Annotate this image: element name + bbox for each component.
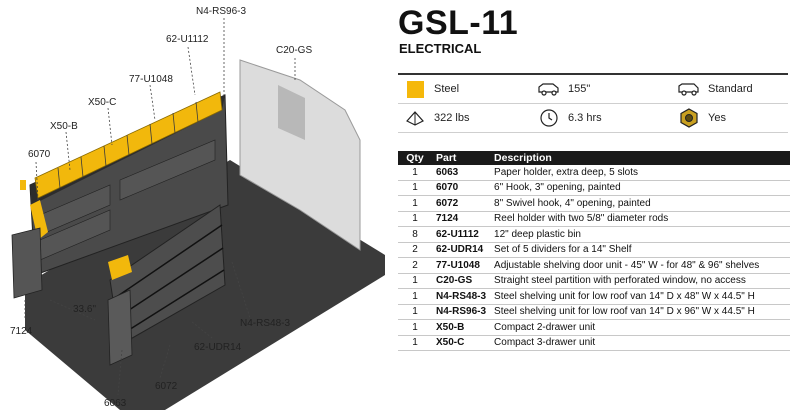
cell-description: 8" Swivel hook, 4" opening, painted bbox=[490, 195, 790, 212]
spec-wheelbase: 155" bbox=[538, 75, 590, 103]
callout-62-udr14: 62-UDR14 bbox=[194, 342, 242, 353]
steel-swatch-icon bbox=[404, 78, 426, 100]
cell-qty: 2 bbox=[398, 257, 432, 274]
cell-qty: 1 bbox=[398, 165, 432, 181]
cell-description: 6" Hook, 3" opening, painted bbox=[490, 180, 790, 196]
cell-part: X50-B bbox=[432, 319, 491, 336]
callout-x50-b: X50-B bbox=[50, 121, 78, 132]
cell-part: 6063 bbox=[432, 165, 491, 181]
callout-7124: 7124 bbox=[10, 326, 33, 337]
cell-description: 12" deep plastic bin bbox=[490, 226, 790, 243]
cell-part: 77-U1048 bbox=[432, 257, 491, 274]
perforated-window bbox=[278, 85, 305, 140]
hook-6072 bbox=[108, 255, 132, 280]
cell-part: C20-GS bbox=[432, 273, 491, 289]
cell-description: Adjustable shelving door unit - 45" W - … bbox=[490, 257, 790, 274]
cell-qty: 8 bbox=[398, 226, 432, 243]
cell-qty: 1 bbox=[398, 288, 432, 305]
spec-row-2: 322 lbs 6.3 hrs Yes bbox=[398, 104, 788, 133]
callout-6072: 6072 bbox=[155, 381, 178, 392]
cell-qty: 1 bbox=[398, 335, 432, 351]
cell-description: Compact 2-drawer unit bbox=[490, 319, 790, 336]
cell-part: 62-U1112 bbox=[432, 226, 491, 243]
cell-description: Paper holder, extra deep, 5 slots bbox=[490, 165, 790, 181]
callout-c20-gs: C20-GS bbox=[276, 45, 313, 56]
bolt-icon bbox=[678, 107, 700, 129]
cell-description: Steel shelving unit for low roof van 14"… bbox=[490, 288, 790, 305]
callout-n4-rs96-3: N4-RS96-3 bbox=[196, 6, 247, 17]
cell-qty: 1 bbox=[398, 180, 432, 196]
cell-qty: 1 bbox=[398, 304, 432, 320]
drawer-unit bbox=[11, 227, 43, 299]
header-description: Description bbox=[490, 151, 790, 165]
spec-install-time: 6.3 hrs bbox=[538, 104, 602, 132]
callout-n4-rs48-3: N4-RS48-3 bbox=[240, 318, 291, 329]
product-subtitle: ELECTRICAL bbox=[399, 41, 482, 56]
cell-part: 6072 bbox=[432, 195, 491, 212]
hook-6070 bbox=[30, 200, 48, 240]
van-icon bbox=[538, 78, 560, 100]
header-qty: Qty bbox=[398, 151, 432, 165]
cell-part: 6070 bbox=[432, 180, 491, 196]
spec-row-1: Steel 155" Standard bbox=[398, 73, 788, 104]
cell-part: N4-RS48-3 bbox=[432, 288, 491, 305]
cell-description: Reel holder with two 5/8" diameter rods bbox=[490, 211, 790, 227]
parts-table-header: Qty Part Description bbox=[398, 151, 790, 165]
cell-qty: 1 bbox=[398, 319, 432, 336]
dimension-label: 33.6" bbox=[73, 304, 97, 315]
header-part: Part bbox=[432, 151, 491, 165]
clock-icon bbox=[538, 107, 560, 129]
callout-6070: 6070 bbox=[28, 149, 51, 160]
callout-62-u1112: 62-U1112 bbox=[166, 34, 209, 45]
spec-grid: Steel 155" Standard 322 lbs 6.3 hrs bbox=[398, 73, 788, 133]
van-illustration: N4-RS96-3 C20-GS 62-U1112 77-U1048 X50-C… bbox=[0, 0, 388, 413]
cell-part: N4-RS96-3 bbox=[432, 304, 491, 320]
cell-part: 7124 bbox=[432, 211, 491, 227]
van-drawing bbox=[11, 18, 385, 410]
spec-weight: 322 lbs bbox=[404, 104, 469, 132]
spec-roof: Standard bbox=[678, 75, 753, 103]
van-icon bbox=[678, 78, 700, 100]
callout-x50-c: X50-C bbox=[88, 97, 117, 108]
cell-qty: 1 bbox=[398, 273, 432, 289]
cell-description: Straight steel partition with perforated… bbox=[490, 273, 790, 289]
cell-description: Steel shelving unit for low roof van 14"… bbox=[490, 304, 790, 320]
cell-description: Set of 5 dividers for a 14" Shelf bbox=[490, 242, 790, 258]
callout-6063: 6063 bbox=[104, 398, 127, 409]
spec-electrical: Yes bbox=[678, 104, 726, 132]
cell-part: X50-C bbox=[432, 335, 491, 351]
weight-icon bbox=[404, 107, 426, 129]
bins-row bbox=[34, 91, 223, 199]
cell-qty: 2 bbox=[398, 242, 432, 258]
spec-material: Steel bbox=[404, 75, 459, 103]
partition bbox=[239, 59, 361, 251]
callout-77-u1048: 77-U1048 bbox=[129, 74, 173, 85]
cell-qty: 1 bbox=[398, 211, 432, 227]
cell-qty: 1 bbox=[398, 195, 432, 212]
cell-part: 62-UDR14 bbox=[432, 242, 491, 258]
cell-description: Compact 3-drawer unit bbox=[490, 335, 790, 351]
product-title: GSL-11 bbox=[398, 4, 519, 42]
